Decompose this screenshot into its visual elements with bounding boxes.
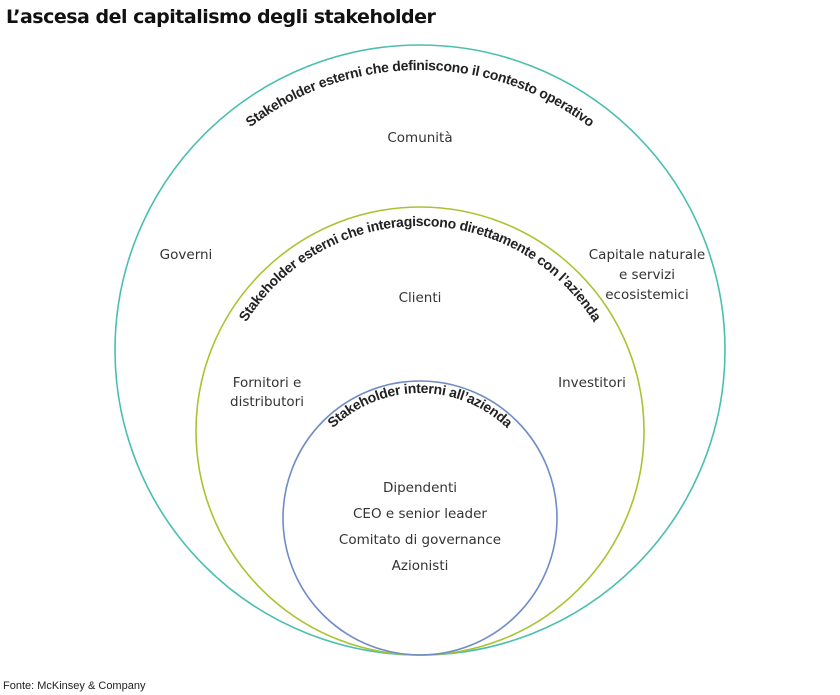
- item-azionisti: Azionisti: [392, 558, 449, 574]
- item-dipendenti: Dipendenti: [383, 480, 457, 496]
- diagram-title: L’ascesa del capitalismo degli stakehold…: [6, 6, 436, 28]
- inner-ring-label: Stakeholder interni all’azienda: [324, 380, 516, 431]
- outer-ring-label: Stakeholder esterni che definiscono il c…: [242, 57, 597, 130]
- item-capitale-naturale-2: e servizi: [619, 267, 675, 283]
- middle-ring-label: Stakeholder esterni che interagiscono di…: [235, 213, 605, 324]
- item-ceo: CEO e senior leader: [353, 506, 487, 522]
- item-capitale-naturale-3: ecosistemici: [605, 287, 688, 303]
- item-governi: Governi: [160, 247, 213, 263]
- item-fornitori-2: distributori: [230, 394, 304, 410]
- item-capitale-naturale-1: Capitale naturale: [589, 247, 706, 263]
- item-investitori: Investitori: [558, 375, 626, 391]
- source-note: Fonte: McKinsey & Company: [3, 680, 146, 692]
- item-fornitori-1: Fornitori e: [233, 375, 302, 391]
- item-comitato: Comitato di governance: [339, 532, 501, 548]
- item-clienti: Clienti: [399, 290, 442, 306]
- item-comunita: Comunità: [387, 130, 452, 146]
- middle-ring: [195, 206, 645, 656]
- inner-ring: [282, 380, 558, 656]
